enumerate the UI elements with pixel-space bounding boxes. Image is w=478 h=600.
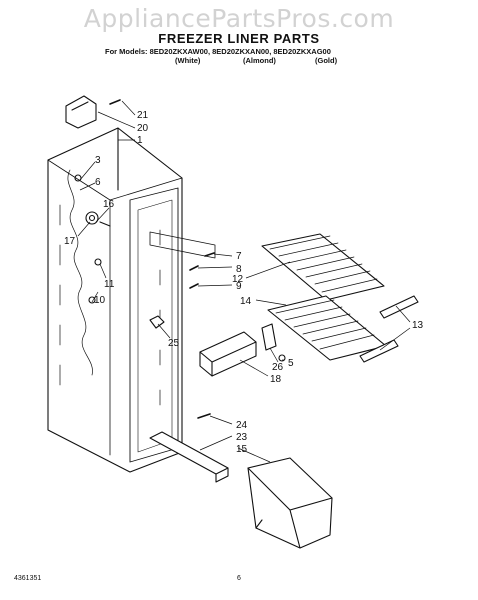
callout-11: 11 bbox=[104, 279, 115, 290]
callout-21: 21 bbox=[137, 110, 149, 121]
variant-white: (White) bbox=[175, 56, 201, 65]
page-title: FREEZER LINER PARTS bbox=[158, 31, 320, 46]
callout-6: 6 bbox=[95, 177, 101, 188]
callout-16: 16 bbox=[103, 199, 115, 210]
callout-3: 3 bbox=[95, 155, 101, 166]
callout-15: 15 bbox=[236, 444, 248, 455]
footer-part-number: 4361351 bbox=[14, 575, 42, 582]
footer-page-number: 6 bbox=[237, 575, 241, 582]
callout-24: 24 bbox=[236, 420, 248, 431]
callout-10: 10 bbox=[94, 295, 106, 306]
callout-26: 26 bbox=[272, 362, 284, 373]
models-line: For Models: 8ED20ZKXAW00, 8ED20ZKXAN00, … bbox=[105, 47, 331, 56]
variant-gold: (Gold) bbox=[315, 56, 338, 65]
callout-25: 25 bbox=[168, 338, 180, 349]
callout-13: 13 bbox=[412, 320, 424, 331]
variant-almond: (Almond) bbox=[243, 56, 276, 65]
callout-14: 14 bbox=[240, 296, 252, 307]
callout-1: 1 bbox=[137, 135, 143, 146]
callout-7: 7 bbox=[236, 251, 242, 262]
callout-12: 12 bbox=[232, 274, 244, 285]
callout-18: 18 bbox=[270, 374, 282, 385]
callout-20: 20 bbox=[137, 123, 149, 134]
callout-9: 9 bbox=[236, 281, 242, 292]
callout-23: 23 bbox=[236, 432, 248, 443]
callout-8: 8 bbox=[236, 264, 242, 275]
callout-17: 17 bbox=[64, 236, 76, 247]
watermark: AppliancePartsPros.com bbox=[83, 4, 395, 33]
callout-5: 5 bbox=[288, 358, 294, 369]
